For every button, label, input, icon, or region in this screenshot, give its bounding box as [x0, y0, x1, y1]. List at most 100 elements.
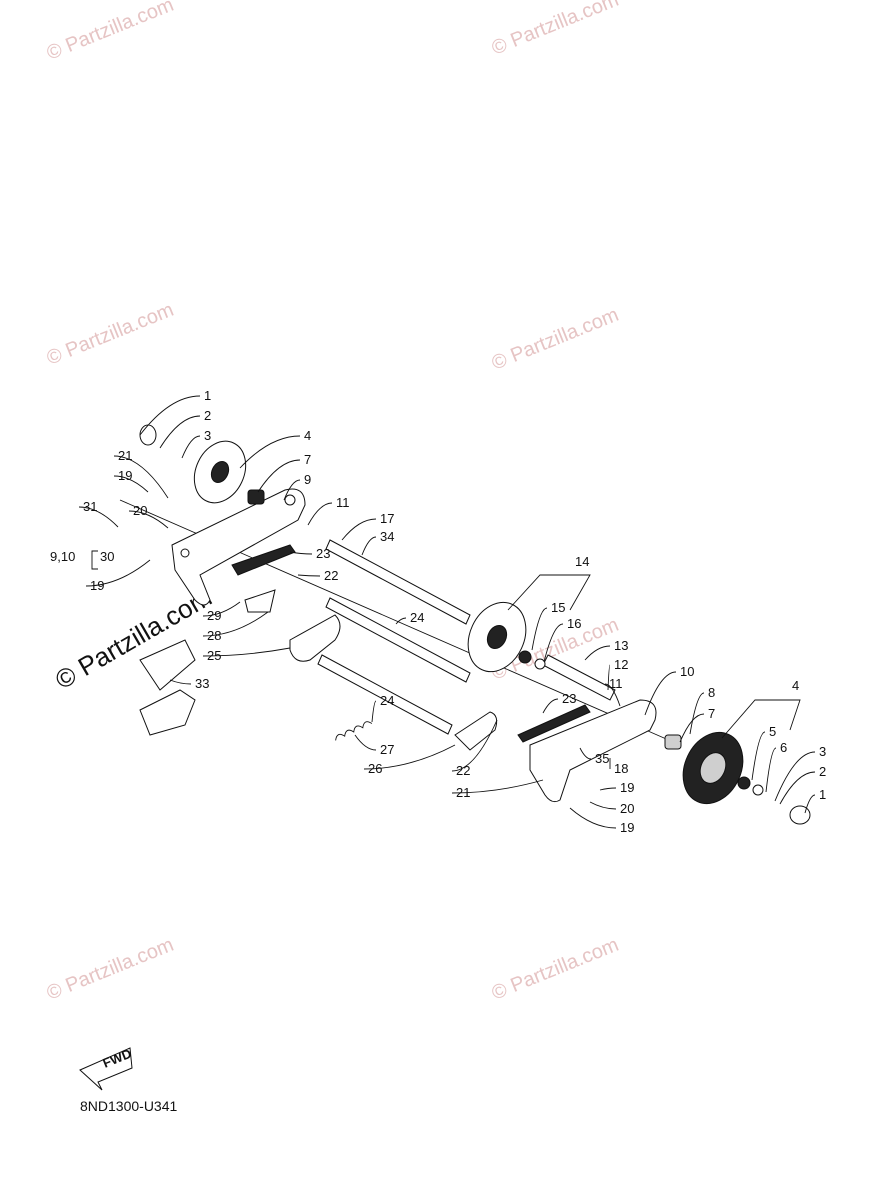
- callout-number: 30: [100, 549, 114, 564]
- callout-leader: [542, 698, 559, 714]
- watermark: © Partzilla.com: [44, 934, 177, 1005]
- spring-27: [335, 721, 373, 741]
- stopper-25: [289, 614, 341, 662]
- slider-23-right: [517, 704, 591, 743]
- callout-leader: [589, 801, 617, 810]
- callout-number: 18: [614, 761, 628, 776]
- callout-leader: [371, 700, 377, 723]
- plate-28: [244, 589, 276, 613]
- callout-leader: [765, 747, 777, 793]
- callout-leader: [283, 479, 301, 501]
- bracket-4: [721, 699, 801, 739]
- callout-leader: [139, 395, 201, 436]
- callout-leader: [451, 779, 544, 794]
- callout-leader: [599, 787, 617, 791]
- diagram-code: 8ND1300-U341: [80, 1098, 178, 1114]
- callout-leader: [181, 435, 201, 459]
- callout-leader: [679, 713, 705, 743]
- callout-number: 34: [380, 529, 394, 544]
- callout-number: 35: [595, 751, 609, 766]
- callout-leader: [363, 744, 456, 770]
- wheel-left: [139, 424, 247, 504]
- callout-number: 24: [380, 693, 394, 708]
- callout-number: 7: [304, 452, 311, 467]
- callout-number: 4: [792, 678, 799, 693]
- callout-leader: [543, 623, 564, 663]
- callout-leader: [202, 611, 269, 637]
- callout-number: 26: [368, 761, 382, 776]
- callout-leader: [779, 771, 816, 805]
- shaft-24-upper: [325, 597, 471, 683]
- callout-number: 5: [769, 724, 776, 739]
- callout-leader: [751, 731, 766, 781]
- watermark: © Partzilla.com: [489, 934, 622, 1005]
- callout-number: 29: [207, 608, 221, 623]
- watermark: © Partzilla.com: [44, 299, 177, 370]
- callout-number: 31: [83, 499, 97, 514]
- callout-number: 2: [819, 764, 826, 779]
- leader-lines: [78, 395, 816, 829]
- callout-number: 4: [304, 428, 311, 443]
- callout-leader: [607, 664, 611, 691]
- callout-number: 3: [819, 744, 826, 759]
- callout-leader: [579, 747, 592, 760]
- callout-leader: [361, 536, 377, 556]
- callout-number: 19: [90, 578, 104, 593]
- callout-number: 19: [118, 468, 132, 483]
- bushing-left: [247, 489, 265, 505]
- callout-leader: [257, 459, 301, 493]
- callout-number: 27: [380, 742, 394, 757]
- cap-1-right: [789, 805, 811, 825]
- wheel-right: [664, 731, 811, 825]
- stopper-26: [454, 711, 498, 751]
- callout-number: 28: [207, 628, 221, 643]
- callout-number: 13: [614, 638, 628, 653]
- callout-number: 20: [620, 801, 634, 816]
- callout-number: 7: [708, 706, 715, 721]
- callout-number: 1: [204, 388, 211, 403]
- watermark: © Partzilla.com: [50, 582, 217, 696]
- callout-number: 21: [118, 448, 132, 463]
- callout-leader: [689, 692, 705, 735]
- callout-number: 22: [456, 763, 470, 778]
- shaft-17-34: [325, 539, 471, 625]
- callout-leader: [202, 601, 241, 617]
- callout-number: 23: [316, 546, 330, 561]
- callout-number: 25: [207, 648, 221, 663]
- callout-leader: [774, 751, 816, 802]
- callout-leader: [531, 607, 548, 651]
- left-bracket: [171, 488, 306, 606]
- shaft-24-lower: [317, 654, 453, 735]
- collar-13: [542, 654, 616, 701]
- bracket-14: [507, 574, 591, 611]
- callout-number: 20: [133, 503, 147, 518]
- callout-number: 22: [324, 568, 338, 583]
- callout-number: 21: [456, 785, 470, 800]
- callout-leader: [395, 617, 407, 625]
- watermarks: © Partzilla.com © Partzilla.com © Partzi…: [44, 0, 622, 1005]
- callout-leader: [113, 475, 149, 493]
- callout-number: 19: [620, 780, 634, 795]
- callout-number: 17: [380, 511, 394, 526]
- right-bracket: [517, 699, 657, 803]
- callout-leader: [307, 502, 333, 526]
- fwd-arrow-icon: FWD: [79, 1046, 134, 1091]
- callout-number: 6: [780, 740, 787, 755]
- callout-number: 2: [204, 408, 211, 423]
- callout-leader: [202, 647, 291, 657]
- callout-leader: [604, 683, 621, 707]
- callout-number: 9,10: [50, 549, 75, 564]
- callout-leader: [85, 559, 151, 587]
- callout-number: 24: [410, 610, 424, 625]
- callout-number: 1: [819, 787, 826, 802]
- callout-leader: [569, 807, 617, 829]
- callout-leader: [341, 518, 377, 541]
- callout-number: 14: [575, 554, 589, 569]
- callout-number: 12: [614, 657, 628, 672]
- shafts: [119, 499, 681, 746]
- callout-number: 3: [204, 428, 211, 443]
- callout-number: 11: [336, 495, 350, 510]
